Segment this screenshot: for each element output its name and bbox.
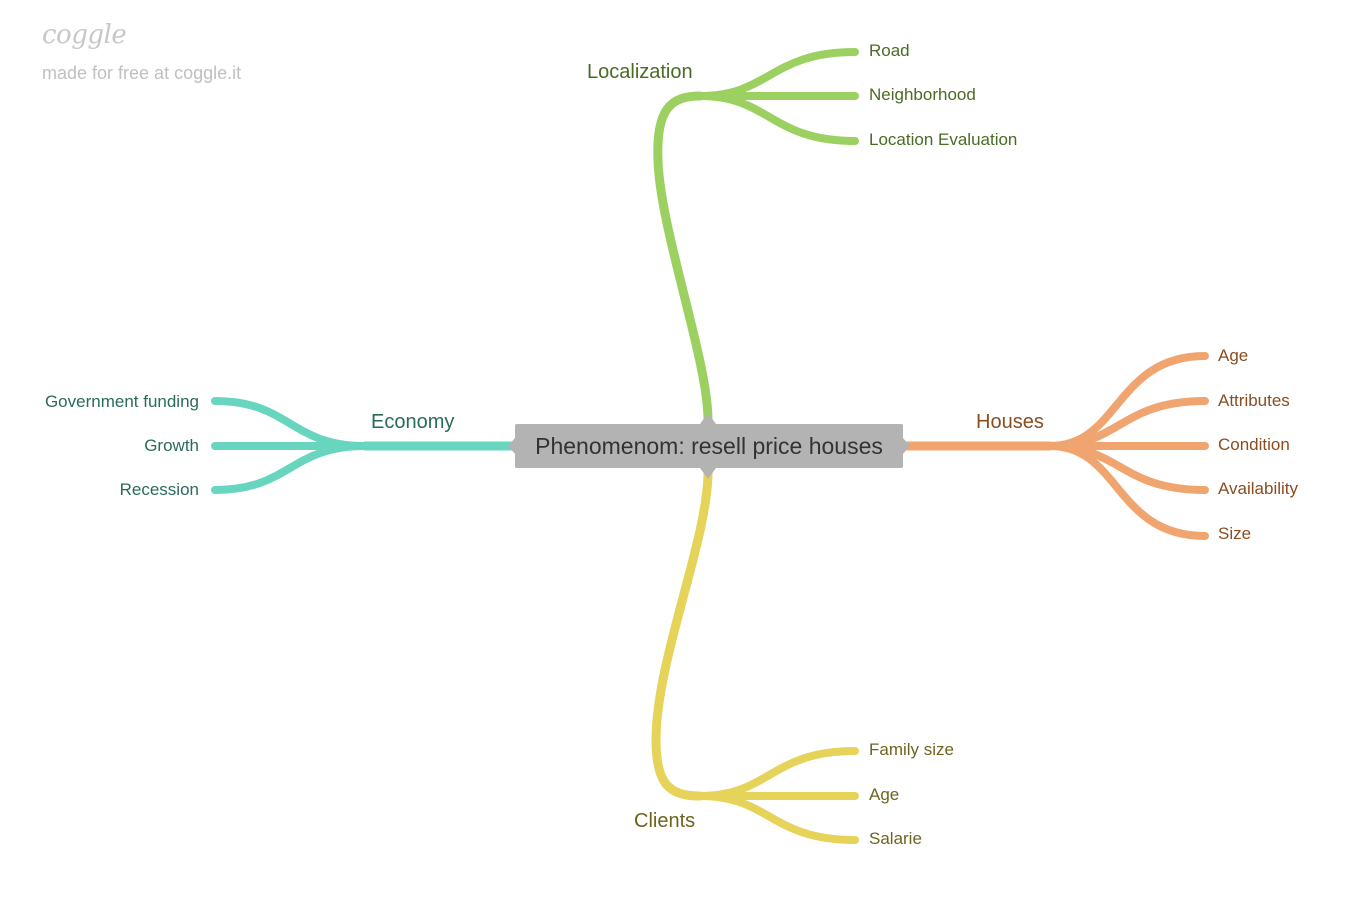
branch-line-localization <box>653 91 713 425</box>
leaf-availability[interactable]: Availability <box>1218 479 1299 498</box>
branch-line-clients <box>651 467 713 801</box>
branch-line-salarie <box>696 792 859 844</box>
leaf-road[interactable]: Road <box>869 41 910 60</box>
central-node-notch-top <box>700 413 716 424</box>
branch-localization: Localization Road Neighborhood Location … <box>587 41 1017 425</box>
branch-label-houses[interactable]: Houses <box>976 411 1044 433</box>
branch-label-economy[interactable]: Economy <box>371 411 454 433</box>
central-node-label: Phenomenom: resell price houses <box>535 433 883 459</box>
branch-line-government-funding <box>211 397 369 450</box>
leaf-condition[interactable]: Condition <box>1218 435 1290 454</box>
branch-line-road <box>696 48 859 100</box>
branch-line-size <box>1046 442 1209 540</box>
central-node[interactable]: Phenomenom: resell price houses <box>508 413 910 479</box>
central-node-notch-right <box>903 438 910 454</box>
central-node-notch-bottom <box>700 468 716 479</box>
leaf-age-houses[interactable]: Age <box>1218 346 1248 365</box>
leaf-family-size[interactable]: Family size <box>869 740 954 759</box>
leaf-salarie[interactable]: Salarie <box>869 829 922 848</box>
leaf-location-evaluation[interactable]: Location Evaluation <box>869 130 1017 149</box>
branch-line-family-size <box>696 747 859 800</box>
branch-label-localization[interactable]: Localization <box>587 61 693 83</box>
leaf-attributes[interactable]: Attributes <box>1218 391 1290 410</box>
branch-houses: Houses Age Attributes Condition Availabi… <box>895 346 1299 543</box>
branch-economy: Economy Government funding Growth Recess… <box>45 392 520 499</box>
coggle-logo: coggle <box>42 20 127 50</box>
branch-label-clients[interactable]: Clients <box>634 810 695 832</box>
branch-line-recession <box>211 442 369 494</box>
leaf-neighborhood[interactable]: Neighborhood <box>869 85 976 104</box>
central-node-notch-left <box>508 438 515 454</box>
watermark-tagline: made for free at coggle.it <box>42 63 242 83</box>
central-node-box <box>515 424 903 468</box>
branch-line-location-evaluation <box>696 92 859 145</box>
leaf-size[interactable]: Size <box>1218 524 1251 543</box>
leaf-government-funding[interactable]: Government funding <box>45 392 199 411</box>
leaf-age-clients[interactable]: Age <box>869 785 899 804</box>
leaf-recession[interactable]: Recession <box>120 480 199 499</box>
leaf-growth[interactable]: Growth <box>144 436 199 455</box>
branch-clients: Clients Family size Age Salarie <box>634 467 954 848</box>
